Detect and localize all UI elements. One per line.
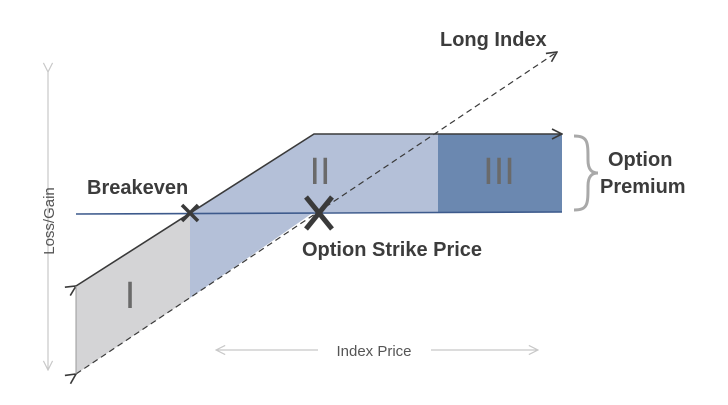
index-price-label: Index Price: [336, 343, 411, 360]
long-index-line: [76, 52, 557, 374]
premium-bracket-icon: [573, 134, 599, 212]
option-strike-price-label: Option Strike Price: [302, 239, 482, 261]
long-index-label: Long Index: [440, 29, 547, 51]
option-premium-label-line2: Premium: [600, 176, 686, 198]
region-2-label: II: [309, 151, 330, 193]
loss-gain-label: Loss/Gain: [41, 187, 58, 255]
strike-marker-icon: [304, 195, 334, 231]
payoff-line: [76, 134, 562, 286]
breakeven-marker-icon: [180, 203, 200, 223]
region-1-label: I: [125, 275, 136, 317]
option-premium-label-line1: Option: [608, 149, 672, 171]
region-3-label: III: [483, 151, 515, 193]
breakeven-label: Breakeven: [87, 177, 188, 199]
